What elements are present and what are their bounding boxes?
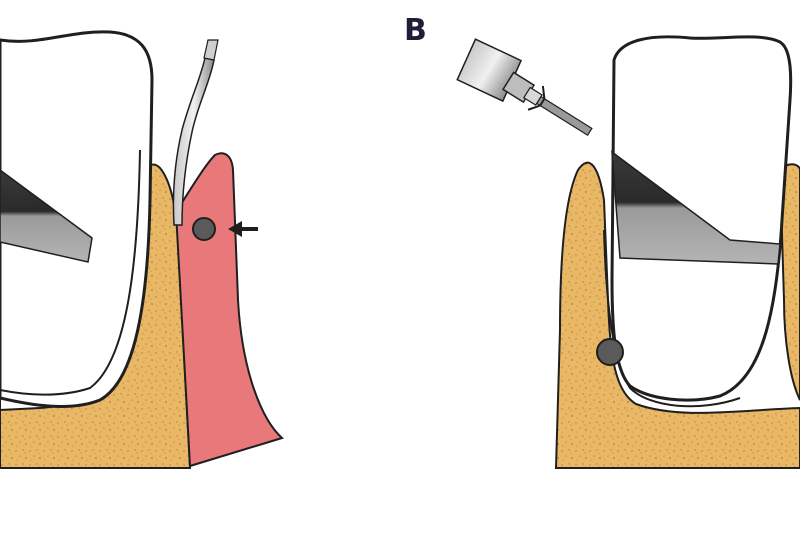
arrow-left-icon (228, 221, 258, 237)
rotary-instrument (456, 38, 593, 137)
tooth-a (0, 30, 154, 408)
tooth-a-blade-shape (0, 169, 93, 263)
panel-b (456, 35, 800, 469)
tooth-b-root-line (603, 229, 741, 408)
alveolar-bone-b-right (778, 163, 800, 401)
gingiva-flap (174, 152, 284, 468)
calculus-deposit-a (192, 217, 216, 241)
curette-shank (172, 57, 215, 226)
panel-b-label: B (404, 13, 427, 48)
calculus-deposit-b (596, 338, 624, 366)
tooth-b-blade-shape (611, 150, 781, 265)
curette-handle-upper (203, 39, 219, 61)
tooth-a-root-line (0, 149, 141, 396)
panel-a (0, 30, 284, 469)
